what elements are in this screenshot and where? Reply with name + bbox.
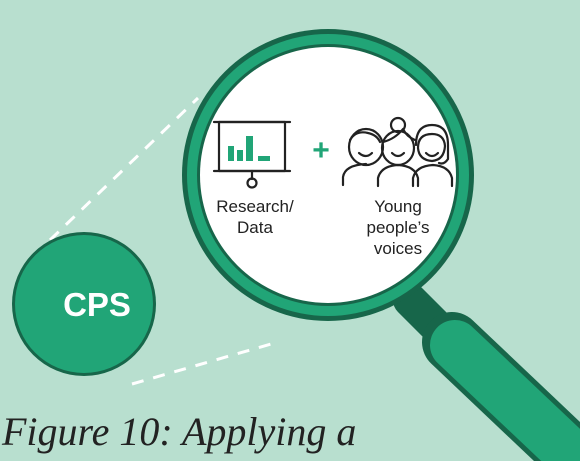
- magnifier-handle: [393, 283, 580, 461]
- young-label-line-2: people’s: [366, 218, 430, 237]
- magnifier-lens: [182, 29, 474, 321]
- research-label-line-2: Data: [237, 218, 273, 237]
- cps-label: CPS: [63, 286, 131, 323]
- research-data-label: Research/ Data: [200, 196, 310, 238]
- dashed-connector-top: [48, 96, 200, 242]
- young-label-line-1: Young: [374, 197, 422, 216]
- research-label-line-1: Research/: [216, 197, 294, 216]
- young-people-group-icon: [341, 116, 454, 188]
- young-label-line-3: voices: [373, 239, 423, 258]
- plus-operator: +: [312, 134, 330, 167]
- cps-circle: [12, 232, 156, 376]
- young-peoples-voices-label: Young people’s voices: [338, 196, 458, 259]
- presentation-chart-icon: [212, 120, 292, 189]
- dashed-connector-bottom: [131, 340, 279, 386]
- figure-caption: Figure 10: Applying a: [2, 409, 357, 454]
